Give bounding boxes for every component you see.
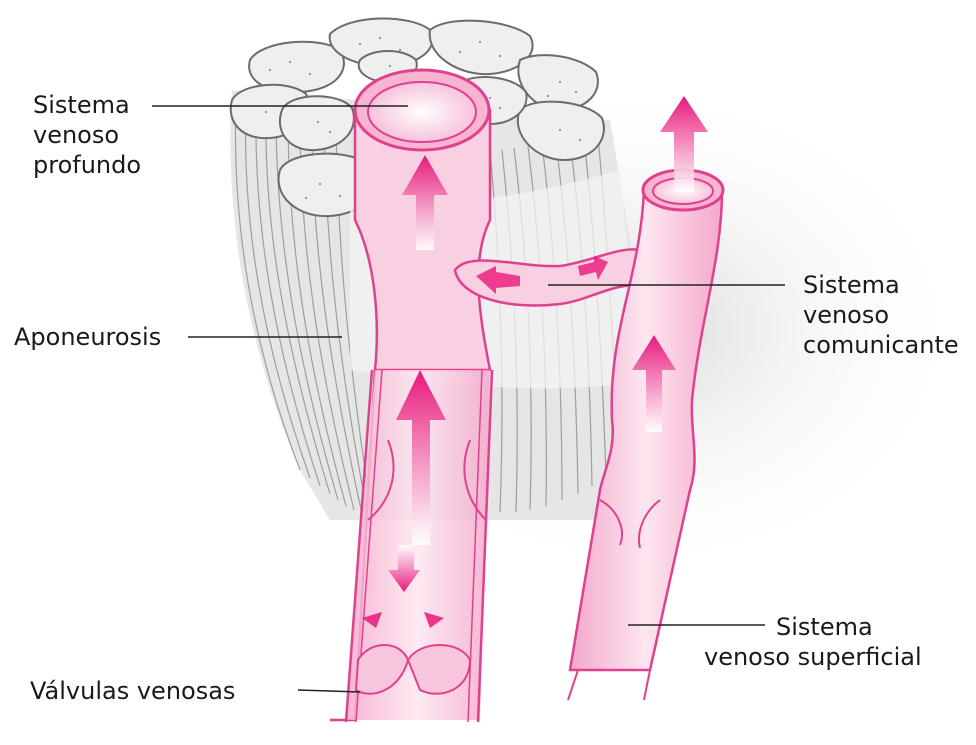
label-deep-line-2: venoso (33, 120, 141, 150)
label-venous-valves: Válvulas venosas (30, 676, 235, 706)
label-communicating-venous-system: Sistema venoso comunicante (803, 270, 959, 360)
label-superficial-line-1: Sistema (704, 612, 922, 642)
label-superficial-venous-system: Sistema venoso superficial (704, 612, 922, 672)
label-communicating-line-3: comunicante (803, 330, 959, 360)
label-deep-line-3: profundo (33, 150, 141, 180)
label-aponeurosis: Aponeurosis (14, 322, 161, 352)
label-communicating-line-2: venoso (803, 300, 959, 330)
label-deep-line-1: Sistema (33, 90, 141, 120)
label-deep-venous-system: Sistema venoso profundo (33, 90, 141, 180)
label-superficial-line-2: venoso superficial (704, 642, 922, 672)
label-communicating-line-1: Sistema (803, 270, 959, 300)
